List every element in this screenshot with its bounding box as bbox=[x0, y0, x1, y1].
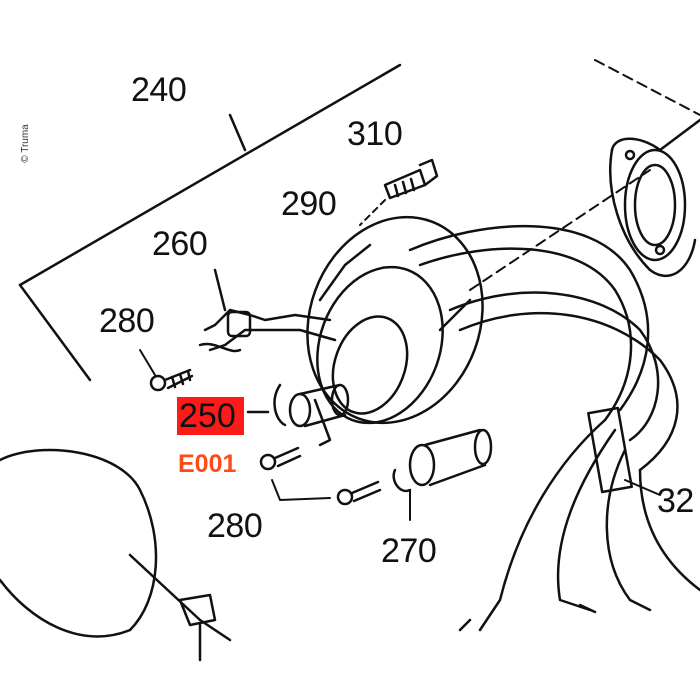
burner-ring-290 bbox=[306, 215, 484, 425]
bracket-240 bbox=[18, 63, 402, 382]
part-label-280-lower: 280 bbox=[207, 507, 263, 545]
part-label-240: 240 bbox=[131, 71, 187, 109]
part-label-310: 310 bbox=[347, 115, 403, 153]
electrode-270 bbox=[392, 428, 493, 521]
copyright-text: © Truma bbox=[19, 124, 31, 163]
fan-housing bbox=[609, 118, 700, 277]
part-label-270: 270 bbox=[381, 532, 437, 570]
part-label-250-highlighted[interactable]: 250 bbox=[179, 397, 236, 435]
part-label-260: 260 bbox=[152, 225, 208, 263]
screw-280-lower bbox=[259, 446, 382, 506]
screw-280-upper bbox=[139, 349, 194, 392]
part-label-32: 32 bbox=[657, 482, 694, 520]
part-label-280-upper: 280 bbox=[99, 302, 155, 340]
screw-310 bbox=[359, 158, 439, 226]
highlight-box bbox=[177, 397, 244, 435]
error-code: E001 bbox=[178, 450, 237, 478]
electrode-250 bbox=[246, 383, 350, 447]
burner-tube bbox=[0, 448, 232, 662]
cable-harness bbox=[408, 224, 700, 632]
electrode-260 bbox=[198, 268, 337, 353]
part-label-290: 290 bbox=[281, 185, 337, 223]
